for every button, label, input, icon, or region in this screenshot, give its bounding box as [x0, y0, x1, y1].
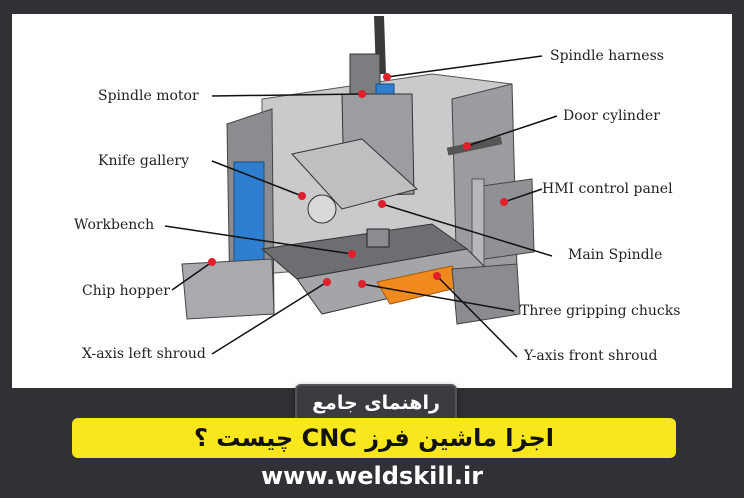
cnc-machine-illustration: [164, 16, 558, 358]
label-door-cylinder: Door cylinder: [563, 108, 660, 124]
knife-gallery-part: [291, 138, 419, 210]
guide-badge: راهنمای جامع: [295, 384, 457, 422]
label-main-spindle: Main Spindle: [568, 247, 663, 263]
label-spindle-motor: Spindle motor: [98, 88, 199, 104]
tool-magazine: [307, 194, 337, 224]
right-base: [451, 263, 521, 325]
chip-hopper-part: [181, 258, 275, 320]
label-x-axis-left-shroud: X-axis left shroud: [82, 346, 206, 362]
label-spindle-harness: Spindle harness: [550, 48, 664, 64]
hmi-panel-part: [481, 178, 535, 260]
door-cylinder-part: [446, 136, 503, 156]
website-url[interactable]: www.weldskill.ir: [260, 462, 484, 490]
label-chip-hopper: Chip hopper: [82, 283, 170, 299]
markers: [208, 73, 508, 288]
leader-lines: [164, 55, 558, 358]
cnc-diagram: Spindle harness Spindle motor Door cylin…: [12, 14, 732, 388]
label-three-gripping-chucks: Three gripping chucks: [520, 303, 681, 319]
label-knife-gallery: Knife gallery: [98, 153, 190, 169]
chuck-part: [366, 228, 390, 248]
label-y-axis-front-shroud: Y-axis front shroud: [524, 348, 658, 364]
label-workbench: Workbench: [74, 217, 155, 233]
spindle-motor-part: [349, 53, 381, 95]
label-hmi-control-panel: HMI control panel: [542, 181, 673, 197]
page-title: اجزا ماشین فرز CNC چیست ؟: [72, 418, 676, 458]
